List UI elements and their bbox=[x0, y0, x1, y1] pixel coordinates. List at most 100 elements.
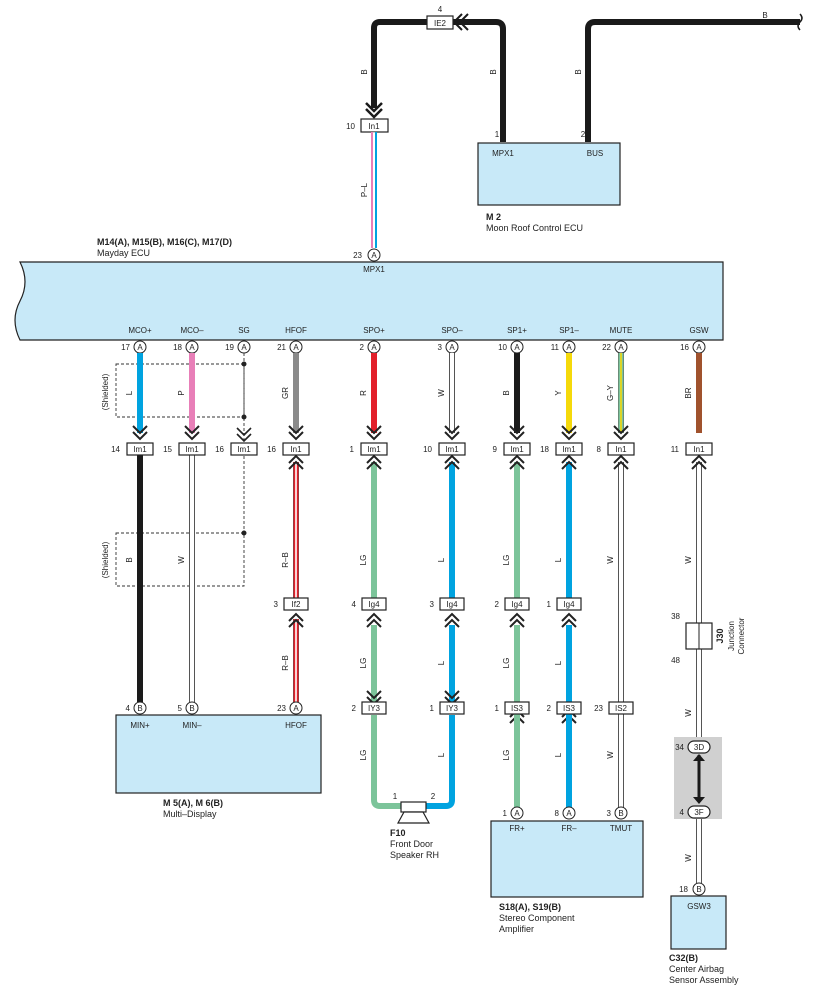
wire-color-label: LG bbox=[502, 555, 511, 566]
wire-color-label: B bbox=[574, 69, 583, 74]
mayday-pin-letter: A bbox=[618, 343, 624, 352]
moonroof-ecu: 1 2 MPX1 BUS M 2 Moon Roof Control ECU bbox=[477, 130, 621, 233]
connector-pin: 3 bbox=[430, 600, 435, 609]
mayday-ecu: M14(A), M15(B), M16(C), M17(D) Mayday EC… bbox=[14, 237, 724, 341]
connector-pin: 8 bbox=[597, 445, 602, 454]
mayday-pin-letter: A bbox=[696, 343, 702, 352]
mayday-pin-label: SG bbox=[238, 326, 250, 335]
connector bbox=[607, 442, 635, 456]
mayday-pin-letter: A bbox=[293, 343, 299, 352]
chevron-down-icon bbox=[444, 425, 460, 441]
j30-pin-bottom: 48 bbox=[671, 656, 680, 665]
shielded-label: (Shielded) bbox=[101, 541, 110, 578]
connector bbox=[685, 442, 713, 456]
ie2-label: IE2 bbox=[434, 19, 447, 28]
mayday-subtitle: Mayday ECU bbox=[97, 248, 150, 258]
speaker-subtitle2: Speaker RH bbox=[390, 850, 439, 860]
wire-color-label: L bbox=[437, 752, 446, 757]
connector bbox=[230, 442, 258, 456]
amp-pin-letter: A bbox=[566, 809, 572, 818]
mayday-pin-letter: A bbox=[371, 343, 377, 352]
j30-title: J30 bbox=[715, 628, 725, 643]
j30-subtitle2: Connector bbox=[737, 617, 746, 654]
wire-color-label: R–B bbox=[281, 655, 290, 671]
mayday-top-letter: A bbox=[371, 251, 377, 260]
in1-top-label: In1 bbox=[368, 122, 380, 131]
wire-color-label: LG bbox=[359, 555, 368, 566]
amp-pin-num: 1 bbox=[503, 809, 508, 818]
connector-pin: 1 bbox=[547, 600, 552, 609]
connector bbox=[282, 442, 310, 456]
wire-color-label: BR bbox=[684, 387, 693, 398]
wire-color-label: L bbox=[125, 390, 134, 395]
chevron-up-icon bbox=[561, 612, 577, 628]
chevron-up-icon bbox=[613, 454, 629, 470]
wire-color-label: G–Y bbox=[606, 384, 615, 401]
connector-label: IS2 bbox=[615, 704, 628, 713]
connector-label: Ig4 bbox=[511, 600, 523, 609]
connector bbox=[504, 701, 530, 715]
connector-label: IY3 bbox=[446, 704, 459, 713]
airbag-pin: 18 bbox=[679, 885, 688, 894]
in1-top-pin: 10 bbox=[346, 122, 355, 131]
chevron-down-icon bbox=[288, 425, 304, 441]
airbag-letter: B bbox=[696, 885, 701, 894]
connector-pin: 16 bbox=[267, 445, 276, 454]
connector-pin: 1 bbox=[495, 704, 500, 713]
amp-pin-letter: A bbox=[514, 809, 520, 818]
mayday-pin-num: 10 bbox=[498, 343, 507, 352]
display-title: M 5(A), M 6(B) bbox=[163, 798, 223, 808]
connector-label: In1 bbox=[290, 445, 302, 454]
display-pin-label: MIN+ bbox=[130, 721, 150, 730]
mayday-pin-row: MCO+A17MCO–A18SGA19HFOFA21SPO+A2SPO–A3SP… bbox=[121, 326, 709, 354]
wire-color-label: L bbox=[554, 557, 563, 562]
chevron-up-icon bbox=[366, 454, 382, 470]
mayday-pin-label: MUTE bbox=[610, 326, 633, 335]
wire-color-label: L bbox=[437, 557, 446, 562]
airbag-subtitle1: Center Airbag bbox=[669, 964, 724, 974]
wire-color-label: LG bbox=[359, 750, 368, 761]
wire-color-label: B bbox=[489, 69, 498, 74]
moonroof-pin2-label: BUS bbox=[587, 149, 603, 158]
wire-color-label: R–B bbox=[281, 552, 290, 568]
mayday-pin-num: 3 bbox=[438, 343, 443, 352]
wire-color-label: P bbox=[177, 390, 186, 395]
chevron-up-icon bbox=[444, 612, 460, 628]
connector bbox=[439, 701, 465, 715]
wire-color-label: B bbox=[360, 69, 369, 74]
mayday-pin-letter: A bbox=[137, 343, 143, 352]
amp-title: S18(A), S19(B) bbox=[499, 902, 561, 912]
connector bbox=[504, 597, 530, 611]
airbag-label: GSW3 bbox=[687, 902, 711, 911]
j3d-label: 3D bbox=[694, 743, 704, 752]
mayday-pin-label: SP1– bbox=[559, 326, 579, 335]
mayday-pin-num: 2 bbox=[360, 343, 365, 352]
display-pin-num: 5 bbox=[178, 704, 183, 713]
amp-pin-num: 3 bbox=[607, 809, 612, 818]
chevron-down-icon bbox=[509, 425, 525, 441]
wire-color-label: W bbox=[437, 389, 446, 397]
pin-circle bbox=[289, 701, 303, 715]
chevron-up-icon bbox=[509, 612, 525, 628]
connector-pin: 4 bbox=[352, 600, 357, 609]
connector-pin: 3 bbox=[274, 600, 279, 609]
j30-pin-top: 38 bbox=[671, 612, 680, 621]
shielded-label: (Shielded) bbox=[101, 373, 110, 410]
j3f-pin: 4 bbox=[680, 808, 685, 817]
chevron-down-icon bbox=[366, 425, 382, 441]
mayday-top-pin: 23 bbox=[353, 251, 362, 260]
connector-label: IS3 bbox=[563, 704, 576, 713]
amp-pin-label: FR+ bbox=[509, 824, 525, 833]
mayday-pin-letter: A bbox=[566, 343, 572, 352]
mayday-pin-label: SP1+ bbox=[507, 326, 527, 335]
chevron-up-icon bbox=[691, 454, 707, 470]
mayday-pin-label: MCO+ bbox=[128, 326, 152, 335]
wire-color-label: Y bbox=[554, 390, 563, 396]
pin-circle bbox=[133, 701, 147, 715]
connector-label: In1 bbox=[693, 445, 705, 454]
connector bbox=[555, 442, 583, 456]
connector-label: IS3 bbox=[511, 704, 524, 713]
mayday-top-label: MPX1 bbox=[363, 265, 385, 274]
